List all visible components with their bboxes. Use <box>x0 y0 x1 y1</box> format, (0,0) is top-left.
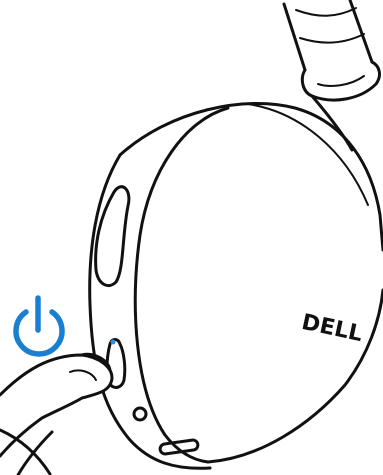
power-icon <box>16 298 62 354</box>
function-button[interactable] <box>134 408 146 420</box>
led-indicator-icon <box>111 340 116 345</box>
headband <box>284 0 372 70</box>
ear-cup-plate <box>135 104 383 462</box>
dell-logo-icon: DELL <box>299 310 364 347</box>
yoke <box>302 62 379 150</box>
usb-c-port <box>159 439 198 454</box>
hand-pressing-button <box>0 354 112 475</box>
dell-logo-text: DELL <box>299 310 364 347</box>
